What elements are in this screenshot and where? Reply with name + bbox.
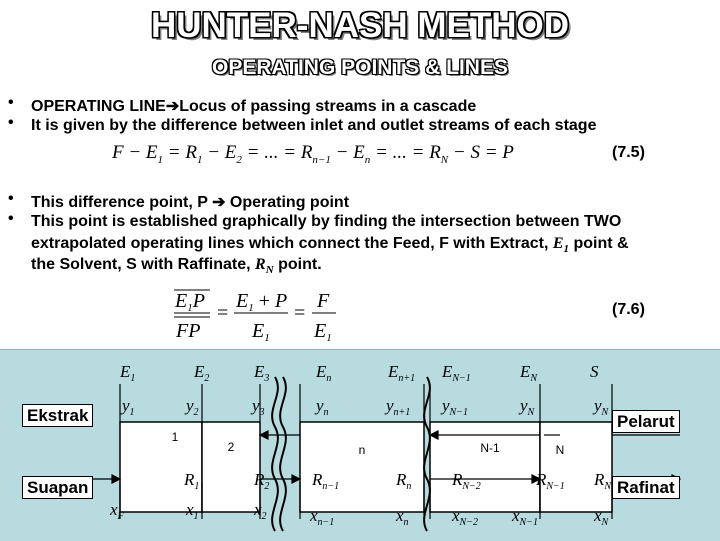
stage-box (299, 421, 425, 513)
right-arrow-icon: ➔ (165, 98, 180, 115)
bullet-text: Operating point (225, 194, 350, 211)
bullet-text: OPERATING LINE (31, 98, 166, 115)
variable: E (552, 235, 564, 252)
bullet-dot: • (8, 114, 14, 131)
equation-number: (7.6) (612, 301, 645, 318)
stage-number: N-1 (480, 441, 500, 455)
label-solvent-in: Pelarut (612, 410, 680, 433)
subscript: 1 (563, 243, 570, 256)
bullet-text: the Solvent, S with Raffinate, (31, 256, 256, 273)
svg-text:S: S (590, 362, 599, 381)
stage-number: 1 (172, 430, 179, 444)
bullet-text: point. (273, 256, 322, 273)
stage-number: N (556, 443, 565, 457)
svg-text:yn: yn (314, 396, 329, 418)
svg-text:y2: y2 (184, 396, 199, 418)
label-feed: Suapan (22, 476, 94, 499)
svg-text:=: = (217, 302, 228, 324)
bullet-text: Locus of passing streams in a cascade (179, 98, 477, 115)
equation-7-5: F − E1 = R1 − E2 = ... = Rn−1 − En = ...… (112, 142, 514, 166)
variable: R (255, 256, 266, 273)
svg-text:En+1: En+1 (387, 362, 415, 384)
bullet-graphical-text: This point is established graphically by… (31, 213, 622, 230)
stage-box (539, 421, 613, 513)
svg-text:yN−1: yN−1 (440, 396, 468, 418)
bullet-dot: • (8, 190, 14, 207)
stage-box (119, 421, 203, 513)
svg-text:EN: EN (519, 362, 538, 384)
svg-text:=: = (294, 302, 305, 324)
svg-text:x2: x2 (253, 500, 267, 522)
subscript: N (265, 264, 274, 277)
page-subtitle: OPERATING POINTS & LINES (212, 56, 508, 79)
svg-text:yN: yN (518, 396, 536, 418)
svg-text:En: En (315, 362, 331, 384)
svg-text:E1 + P: E1 + P (235, 290, 287, 314)
equation-7-6: E1P FP = E1 + P E1 = F E1 (174, 289, 336, 344)
svg-text:EN−1: EN−1 (441, 362, 471, 384)
svg-text:E2: E2 (193, 362, 209, 384)
bullet-text: point & (569, 235, 629, 252)
svg-text:E1: E1 (313, 320, 332, 344)
stage-number: n (359, 443, 366, 457)
svg-text:FP: FP (175, 320, 200, 342)
equation-number: (7.5) (612, 144, 645, 161)
svg-text:yn+1: yn+1 (384, 396, 410, 418)
label-extract: Ekstrak (22, 404, 94, 427)
svg-text:R2: R2 (253, 470, 269, 492)
stage-number: 2 (228, 440, 235, 454)
right-arrow-icon: ➔ (212, 194, 226, 211)
label-raffinate: Rafinat (612, 476, 680, 499)
svg-text:E1: E1 (251, 320, 270, 344)
bullet-text: This difference point, P (31, 194, 213, 211)
bullet-dot: • (8, 210, 14, 227)
svg-text:F: F (316, 290, 330, 312)
stage-box (429, 421, 541, 513)
svg-text:y1: y1 (120, 396, 135, 418)
svg-text:E1: E1 (119, 362, 135, 384)
bullet-continuation-2: the Solvent, S with Raffinate, RN point. (31, 256, 322, 276)
svg-text:E1P: E1P (174, 290, 205, 314)
svg-text:E3: E3 (253, 362, 269, 384)
cascade-diagram: 1 2 n N-1 N (40, 362, 682, 532)
bullet-dot: • (8, 94, 14, 111)
bullet-operating-line: OPERATING LINE➔Locus of passing streams … (31, 96, 476, 116)
bullet-operating-point: This difference point, P ➔ Operating poi… (31, 192, 349, 212)
bullet-continuation-1: extrapolated operating lines which conne… (31, 235, 629, 255)
page-title: HUNTER-NASH METHOD (150, 6, 570, 45)
svg-text:y3: y3 (250, 396, 265, 418)
bullet-text: extrapolated operating lines which conne… (31, 235, 553, 252)
bullet-difference-text: It is given by the difference between in… (31, 117, 597, 134)
stage-box (201, 421, 261, 513)
svg-text:yN: yN (592, 396, 610, 418)
